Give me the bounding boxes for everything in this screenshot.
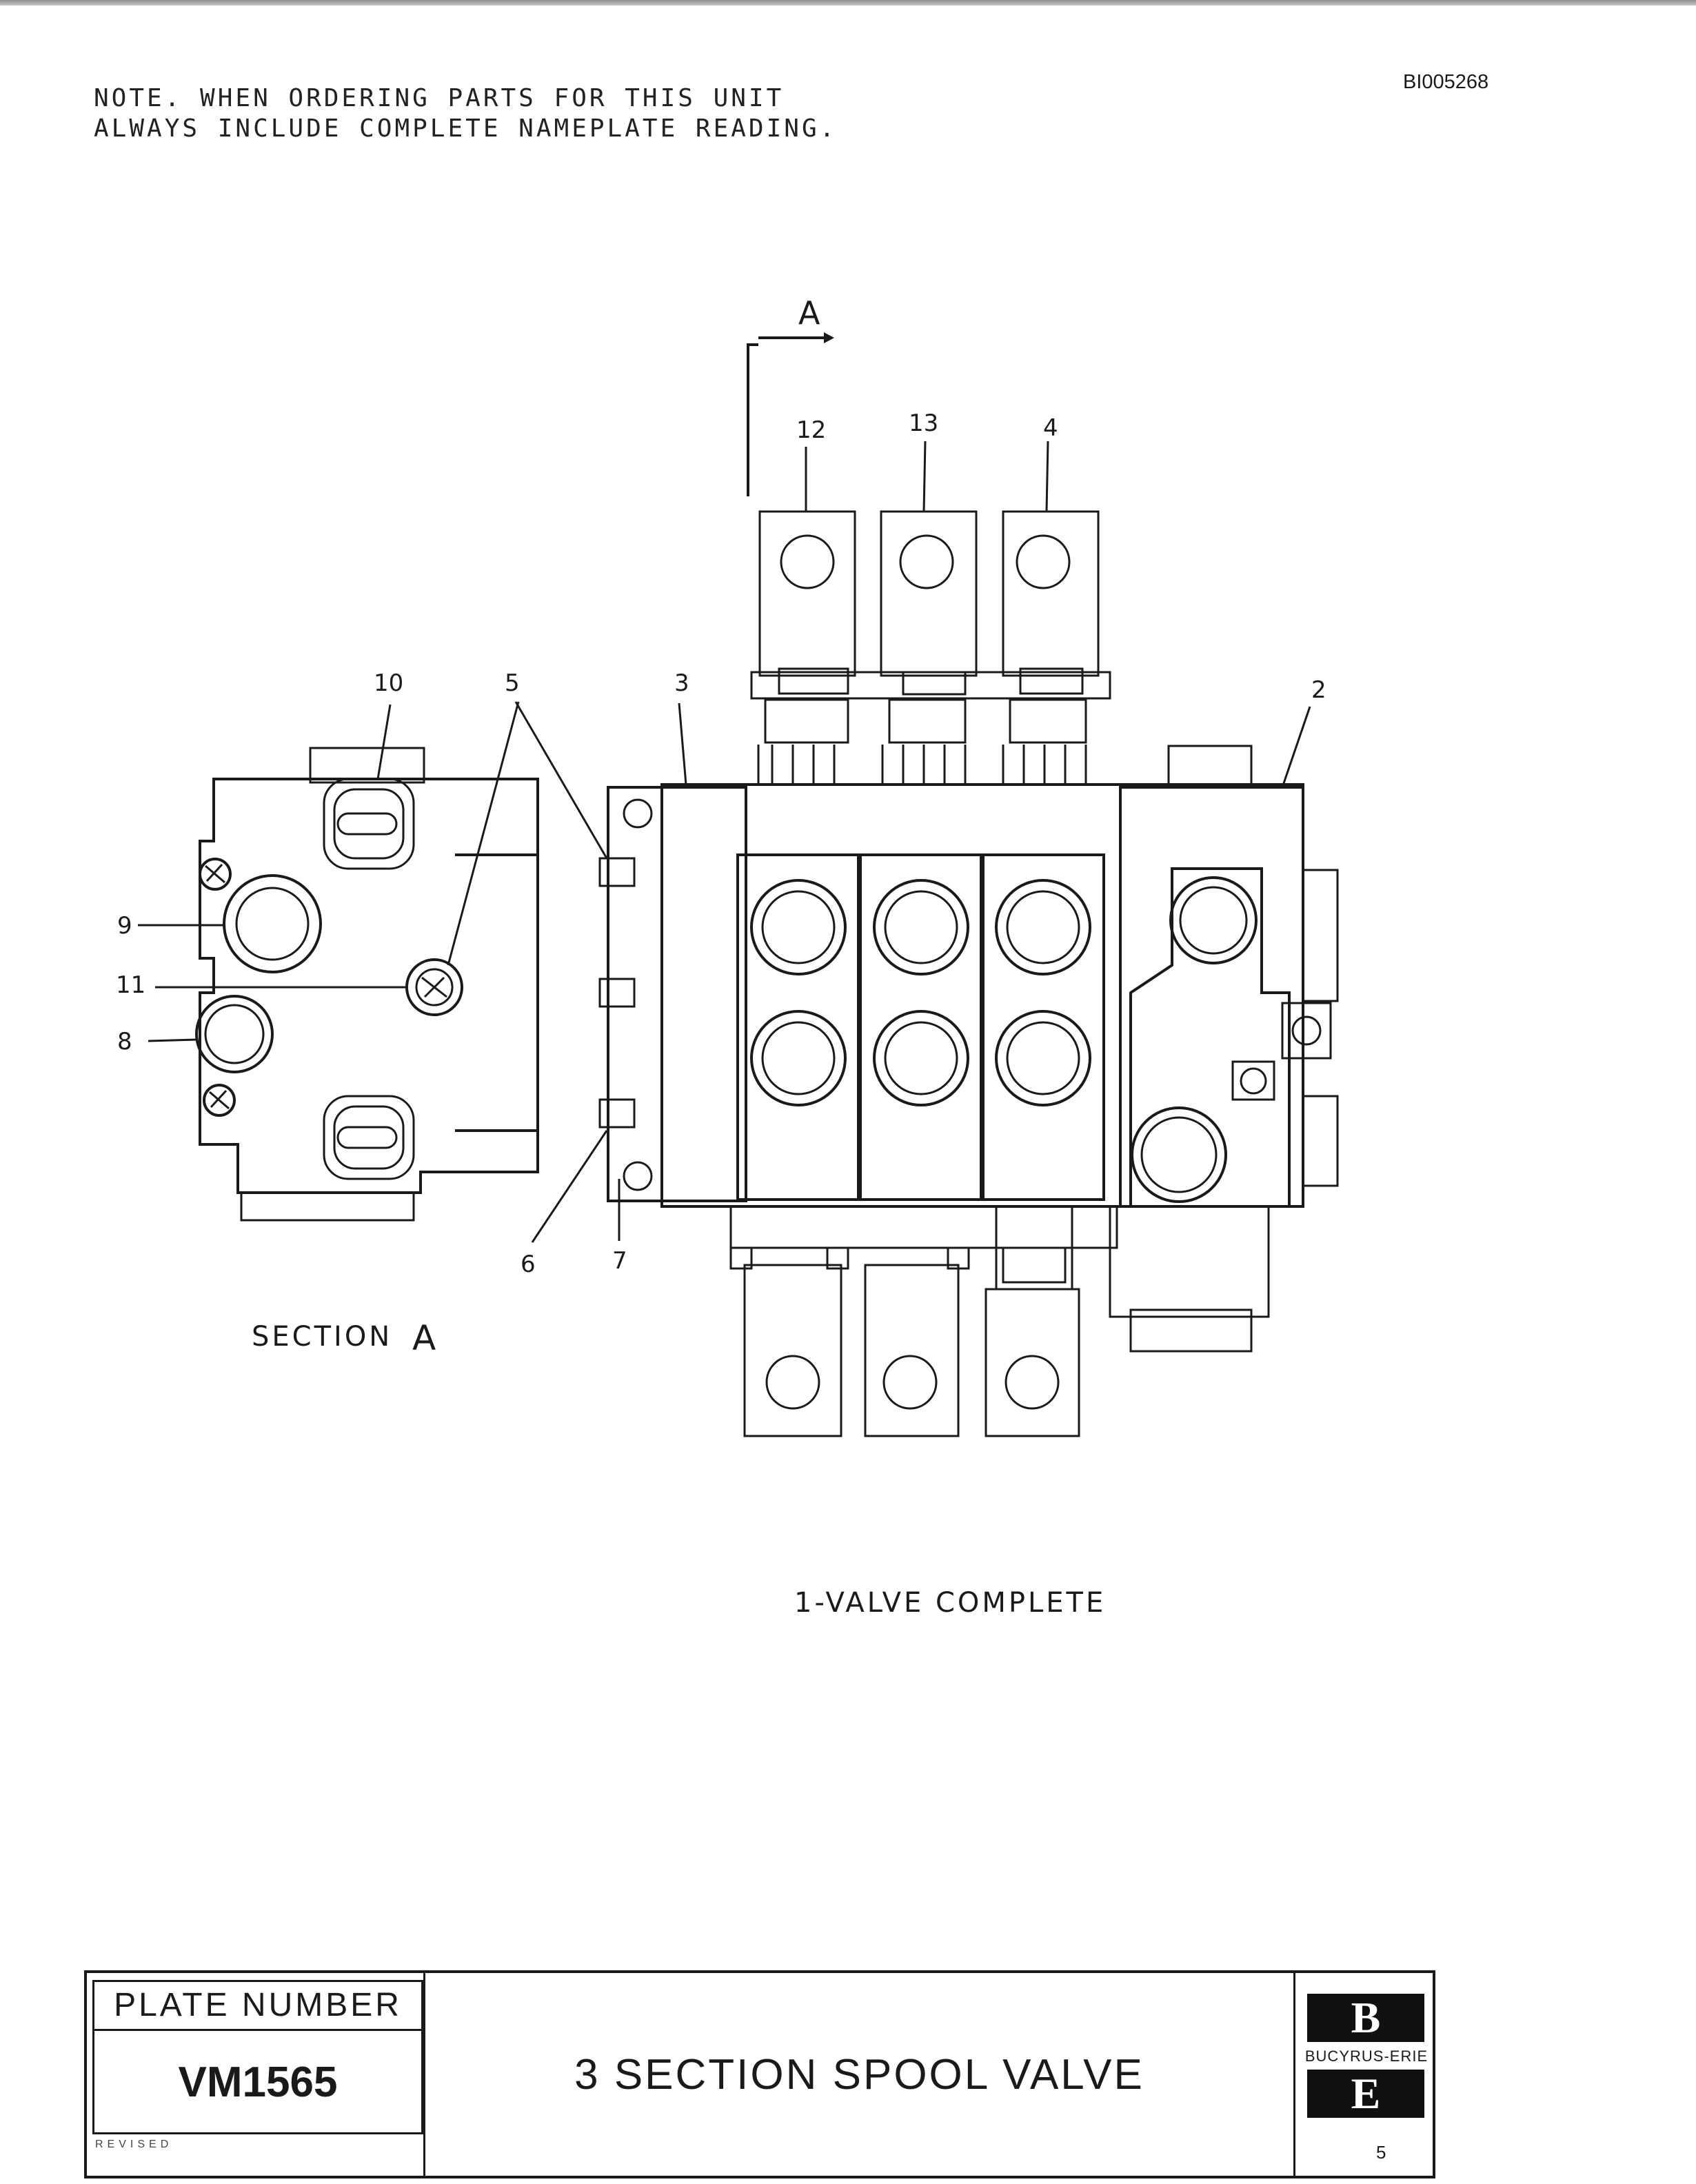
section-line-a: A xyxy=(747,294,834,496)
plate-number: VM1565 xyxy=(92,2031,423,2134)
section-a-view xyxy=(195,747,539,1222)
inlet-cover xyxy=(598,786,747,1202)
callout-8: 8 xyxy=(117,1028,132,1055)
bucyrus-erie-logo: B BUCYRUS-ERIE E xyxy=(1305,1994,1427,2159)
callout-10: 10 xyxy=(374,669,403,697)
callout-11: 11 xyxy=(116,971,145,999)
title-block: PLATE NUMBER VM1565 REVISED 3 SECTION SP… xyxy=(84,1970,1435,2178)
callouts: 12 13 4 10 5 3 2 9 11 8 6 7 xyxy=(116,410,1326,1278)
logo-b-block: B xyxy=(1307,1994,1424,2042)
section-a-caption-letter: A xyxy=(412,1318,438,1358)
callout-7: 7 xyxy=(612,1247,627,1275)
leader-lines xyxy=(138,441,1311,1243)
callout-12: 12 xyxy=(796,416,826,444)
bottom-spool-ends xyxy=(729,1205,1270,1353)
valve-complete-caption: 1-VALVE COMPLETE xyxy=(794,1587,1106,1619)
callout-5: 5 xyxy=(505,669,520,697)
top-scan-edge xyxy=(0,0,1696,6)
sheet-mark: 5 xyxy=(1376,2142,1386,2163)
callout-9: 9 xyxy=(117,912,132,940)
title-cell: 3 SECTION SPOOL VALVE xyxy=(423,1973,1295,2176)
callout-2: 2 xyxy=(1311,676,1326,704)
ordering-note: NOTE. WHEN ORDERING PARTS FOR THIS UNIT … xyxy=(94,83,837,144)
section-marker: A xyxy=(798,294,820,332)
valve-body xyxy=(660,783,1304,1208)
callout-4: 4 xyxy=(1043,414,1058,442)
document-id: BI005268 xyxy=(1403,71,1489,93)
top-spool-nuts xyxy=(750,667,1111,786)
revised-label: REVISED xyxy=(95,2138,173,2150)
note-line-2: ALWAYS INCLUDE COMPLETE NAMEPLATE READIN… xyxy=(94,114,838,143)
outlet-cover xyxy=(1119,745,1339,1208)
top-handles xyxy=(758,510,1100,677)
logo-company-name: BUCYRUS-ERIE xyxy=(1304,2048,1429,2065)
note-line-1: NOTE. WHEN ORDERING PARTS FOR THIS UNIT xyxy=(94,84,785,112)
callout-13: 13 xyxy=(909,410,938,437)
section-a-caption: SECTION xyxy=(252,1321,392,1353)
logo-e-block: E xyxy=(1307,2070,1424,2118)
callout-6: 6 xyxy=(521,1251,536,1278)
callout-3: 3 xyxy=(674,669,689,697)
bottom-handles xyxy=(743,1264,1080,1437)
plate-number-label: PLATE NUMBER xyxy=(92,1980,423,2031)
drawing-title: 3 SECTION SPOOL VALVE xyxy=(574,2051,1144,2099)
